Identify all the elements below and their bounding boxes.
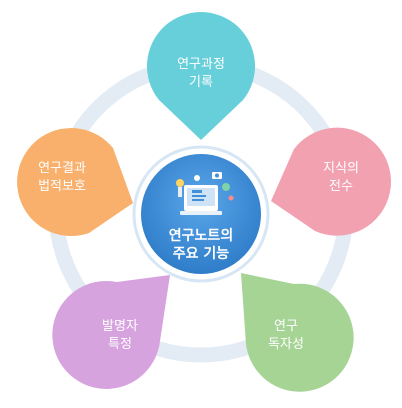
petal-knowledge-transfer-line1: 지식의 bbox=[323, 161, 359, 176]
petal-inventor-identification-line2: 특정 bbox=[108, 337, 132, 352]
petal-knowledge-transfer: 지식의 전수 bbox=[271, 127, 391, 236]
petal-legal-protection-shape bbox=[17, 128, 133, 237]
petal-inventor-identification: 발명자 특정 bbox=[52, 275, 170, 389]
petal-legal-protection-line1: 연구결과 bbox=[38, 161, 86, 176]
petal-research-originality-line2: 독자성 bbox=[268, 337, 304, 352]
petal-legal-protection-line2: 법적보호 bbox=[38, 179, 86, 194]
petal-research-process-shape bbox=[147, 12, 255, 140]
petal-research-process-line1: 연구과정 bbox=[177, 57, 225, 72]
petal-research-originality-shape bbox=[241, 273, 354, 392]
petal-inventor-identification-line1: 발명자 bbox=[102, 319, 138, 334]
petal-research-originality: 연구 독자성 bbox=[241, 273, 354, 392]
center-title-line1: 연구노트의 bbox=[169, 227, 233, 244]
petal-research-process: 연구과정 기록 bbox=[147, 12, 255, 140]
petal-research-originality-line1: 연구 bbox=[274, 319, 298, 334]
petal-knowledge-transfer-shape bbox=[271, 127, 391, 236]
petal-research-process-line2: 기록 bbox=[189, 75, 213, 90]
petal-knowledge-transfer-line2: 전수 bbox=[329, 179, 353, 194]
petal-legal-protection: 연구결과 법적보호 bbox=[17, 128, 133, 237]
petal-inventor-identification-shape bbox=[52, 275, 170, 389]
center-title-line2: 주요 기능 bbox=[173, 246, 230, 262]
lab-equipment-icon bbox=[176, 172, 234, 215]
